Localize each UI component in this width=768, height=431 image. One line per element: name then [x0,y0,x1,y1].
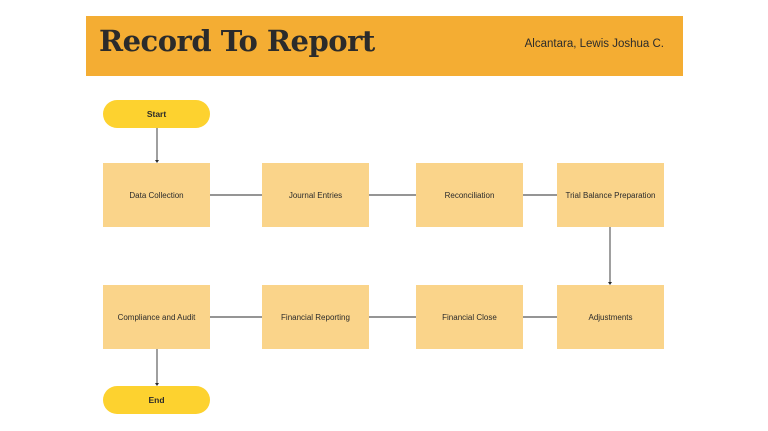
arrowhead-down-icon [155,160,159,163]
end-terminal: End [103,386,210,414]
start-terminal: Start [103,100,210,128]
step-trial-balance-preparation: Trial Balance Preparation [557,163,664,227]
step-financial-reporting: Financial Reporting [262,285,369,349]
arrowhead-down-icon [608,282,612,285]
arrowhead-down-icon [155,383,159,386]
step-journal-entries: Journal Entries [262,163,369,227]
header-banner: Record To Report Alcantara, Lewis Joshua… [86,16,683,76]
diagram-title: Record To Report [99,24,375,58]
step-data-collection: Data Collection [103,163,210,227]
step-reconciliation: Reconciliation [416,163,523,227]
author-name: Alcantara, Lewis Joshua C. [524,38,664,50]
step-compliance-and-audit: Compliance and Audit [103,285,210,349]
step-adjustments: Adjustments [557,285,664,349]
step-financial-close: Financial Close [416,285,523,349]
